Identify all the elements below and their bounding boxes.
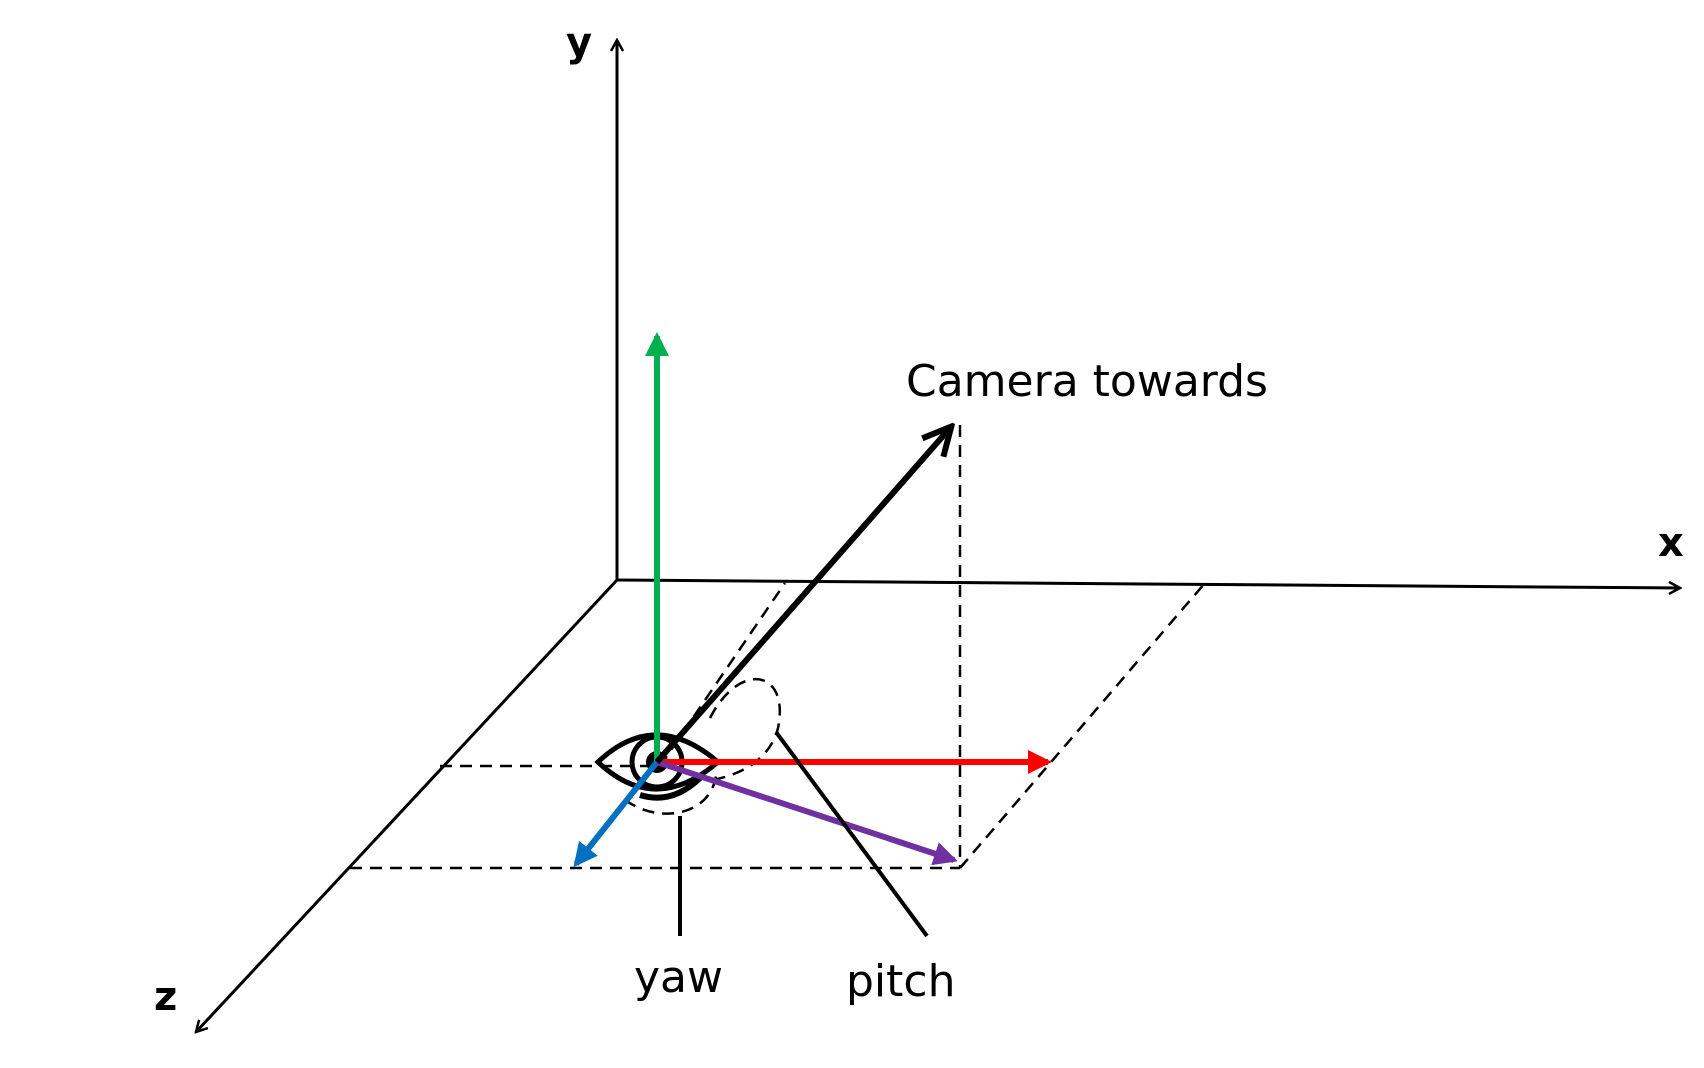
projection-vector	[656, 759, 958, 866]
pitch-pointer-line	[774, 730, 929, 938]
dashed-diagonal-parallel	[959, 582, 1206, 869]
front-vector	[573, 760, 660, 868]
yaw-label: yaw	[634, 952, 723, 1003]
pitch-angle-arc	[708, 678, 781, 782]
z-axis	[196, 578, 619, 1032]
camera-direction-vector	[654, 428, 950, 764]
yaw-angle-arc	[624, 775, 718, 815]
x-axis-label: x	[1658, 520, 1684, 566]
z-axis-label: z	[154, 974, 177, 1020]
x-axis	[616, 578, 1680, 588]
camera-towards-label: Camera towards	[906, 356, 1268, 407]
pitch-label: pitch	[846, 956, 955, 1007]
y-axis-label: y	[566, 20, 592, 66]
dashed-diagonal-upper	[658, 582, 787, 767]
